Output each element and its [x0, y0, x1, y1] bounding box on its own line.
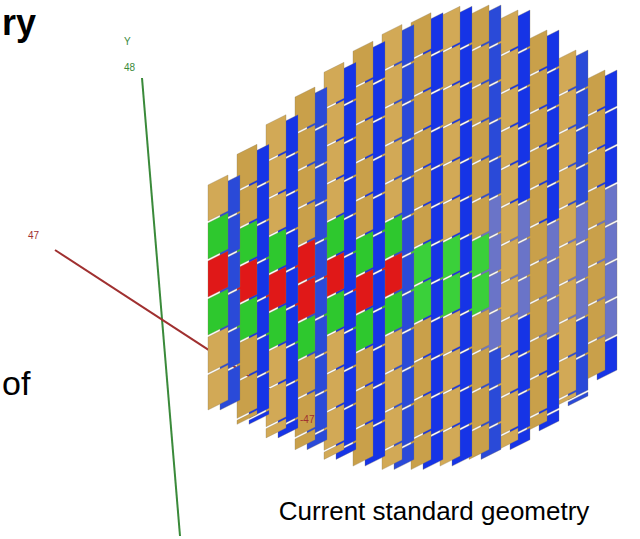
- axis-name: Y: [124, 36, 131, 47]
- detector-slab: [208, 175, 228, 221]
- detector-slab: [208, 365, 228, 410]
- axis-value: 48: [124, 62, 135, 73]
- detector-slab: [295, 429, 315, 450]
- body-text-fragment: of: [2, 364, 30, 403]
- detector-slab: [324, 442, 344, 459]
- caption: Current standard geometry: [279, 496, 590, 527]
- detector-slab: [208, 213, 228, 259]
- axis-value: 47: [28, 230, 39, 241]
- detector-slab: [237, 410, 257, 424]
- detector-slab: [266, 419, 286, 438]
- detector-slab: [208, 289, 228, 335]
- axis-value: -47: [300, 414, 314, 425]
- slide-title-fragment: ry: [2, 2, 36, 44]
- detector-slab: [208, 251, 228, 297]
- detector-slab: [249, 410, 269, 424]
- detector-slab: [208, 327, 228, 373]
- y-axis: [142, 78, 180, 536]
- detector-slab: [568, 392, 588, 406]
